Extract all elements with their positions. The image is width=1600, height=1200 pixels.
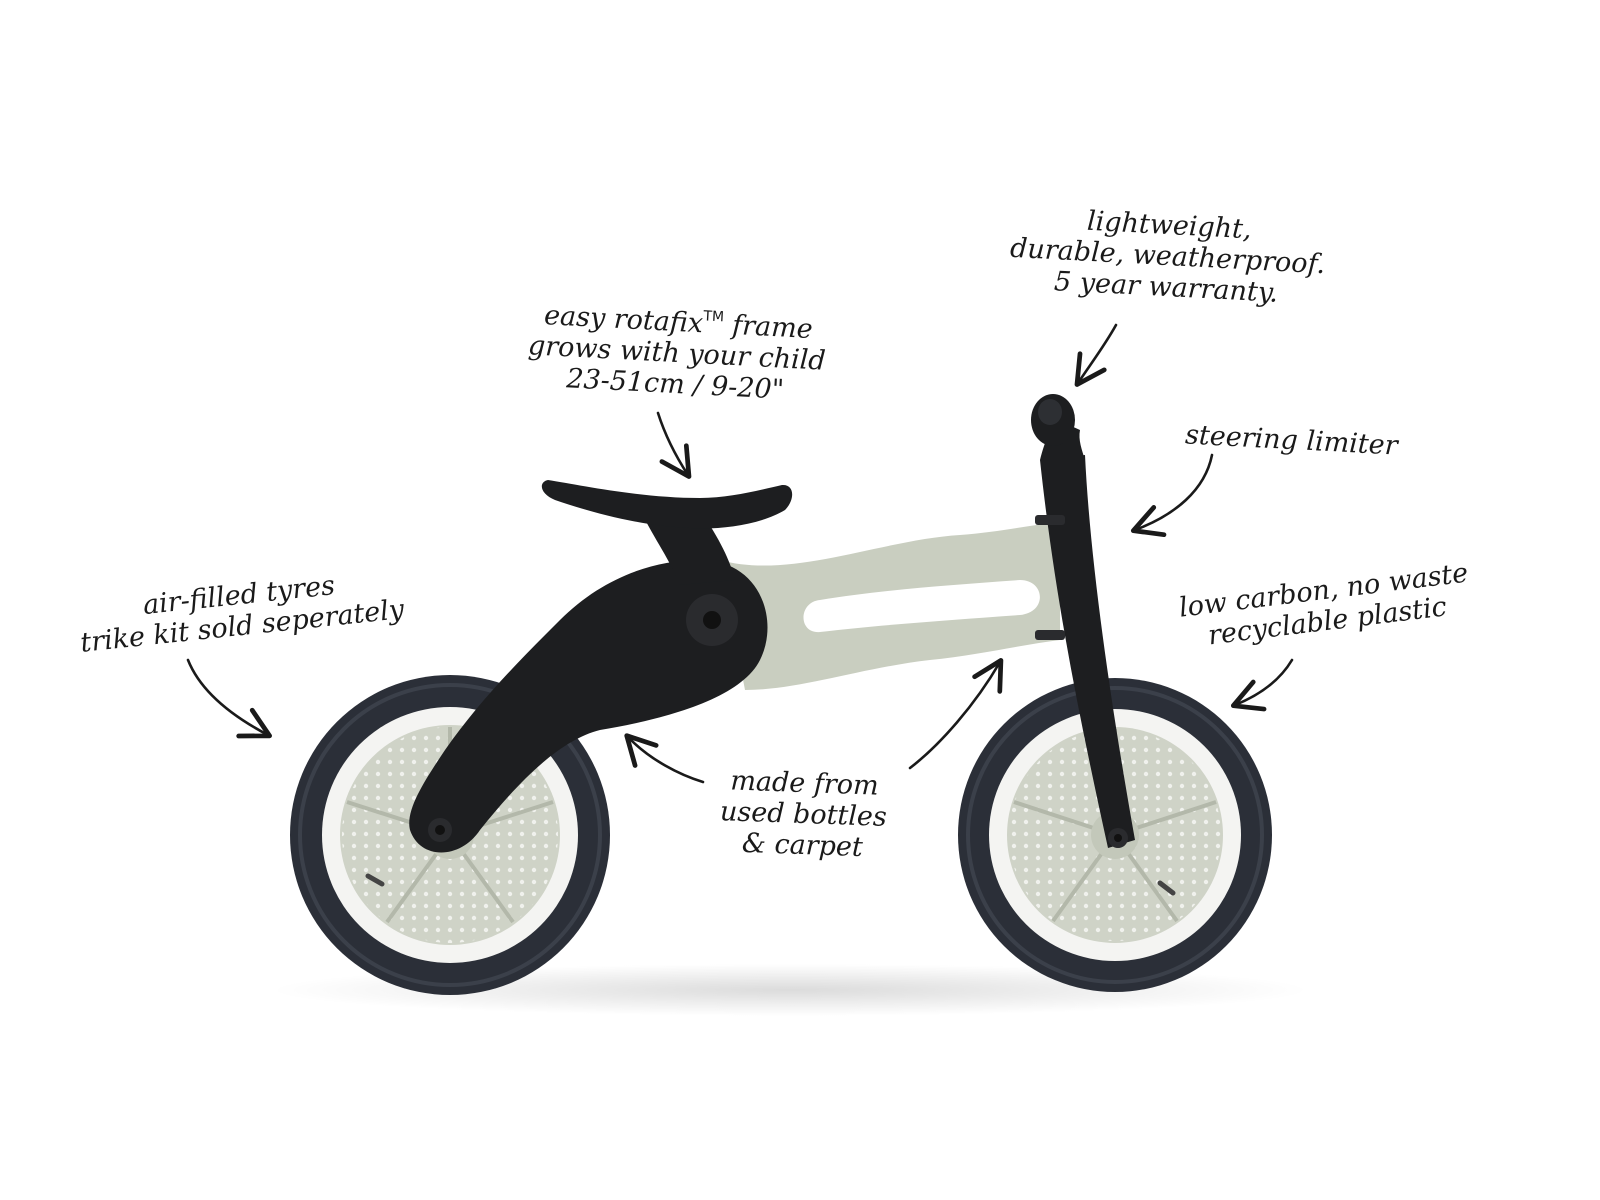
annotation-arrows [186,323,1294,784]
callout-bottles-line3: & carpet [741,827,864,864]
arrow-bottles-left [624,733,705,784]
arrow-frame [656,411,692,479]
callout-frame-line1-post: frame [722,309,814,346]
trademark-mark: TM [703,308,725,326]
rear-swingarm [409,560,768,853]
front-fork [1040,455,1135,848]
arrow-lightweight [1074,323,1118,387]
arrow-carbon [1230,658,1294,712]
callout-rotafix-frame: easy rotafixTM frame grows with your chi… [526,292,829,407]
arrow-steering [1130,453,1214,538]
callout-recycled-material: made from used bottles & carpet [718,765,888,864]
arrow-bottles-right [908,658,1004,770]
callout-lightweight: lightweight, durable, weatherproof. 5 ye… [1008,202,1328,311]
arrow-tyres [186,658,272,739]
frame-cutout [803,580,1040,633]
seat [541,480,793,529]
seat-post [640,510,735,585]
